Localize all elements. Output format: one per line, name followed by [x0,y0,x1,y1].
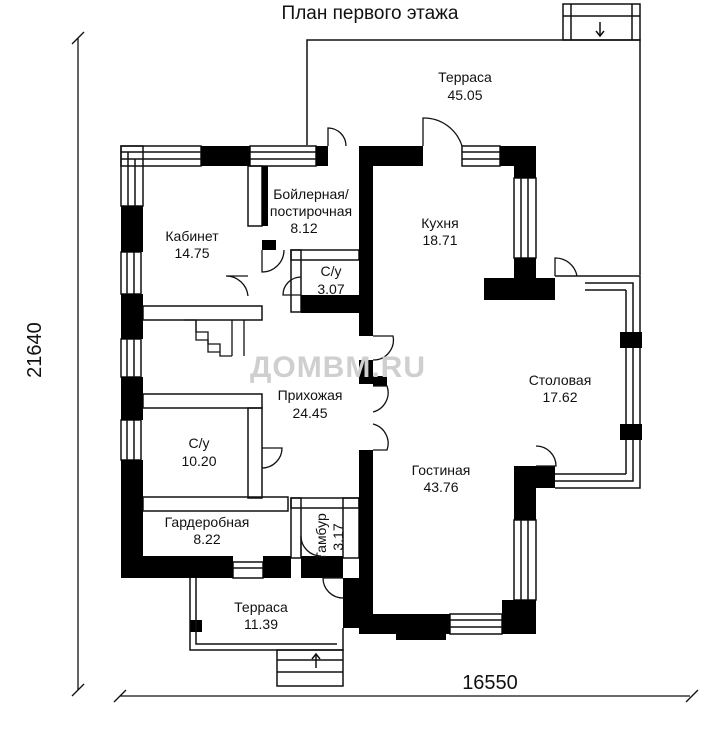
living-area: 43.76 [423,479,458,495]
hall-name: Прихожая [278,387,343,403]
kitchen-area: 18.71 [422,232,457,248]
boiler-name-line2: постирочная [270,203,352,219]
terrace-top-name: Терраса [438,69,492,85]
height-dimension: 21640 [24,322,46,378]
wc-small-area: 3.07 [317,281,344,297]
boiler-area: 8.12 [290,220,317,236]
interior-stairs [184,319,245,357]
vestibule-name: Тамбур [313,513,329,561]
wardrobe-name: Гардеробная [165,514,250,530]
boiler-name-line1: Бойлерная/ [273,186,349,202]
dining-area: 17.62 [542,389,577,405]
terrace-bottom-area: 11.39 [244,616,278,632]
wc-large-name: С/у [189,435,210,451]
wardrobe-area: 8.22 [193,531,220,547]
terrace-top-outline [306,3,641,275]
office-area: 14.75 [174,245,209,261]
plan-title: План первого этажа [282,3,459,24]
wc-small-name: С/у [321,263,342,279]
watermark-text: ДОМВМ.RU [250,351,426,384]
living-name: Гостиная [412,462,471,478]
office-name: Кабинет [165,228,219,244]
wc-large-area: 10.20 [181,453,216,469]
dimension-lines [71,31,699,703]
terrace-top-area: 45.05 [447,87,482,103]
terrace-bottom-name: Терраса [234,599,288,615]
thick-walls [121,146,642,640]
hall-area: 24.45 [292,405,327,421]
door-swings [225,117,578,599]
vestibule-area: 3.17 [330,523,346,550]
terrace-bottom-outline [189,578,344,687]
room-labels: Терраса 45.05 Бойлерная/ постирочная 8.1… [165,69,592,632]
width-dimension: 16550 [462,672,518,694]
kitchen-name: Кухня [421,215,458,231]
dining-name: Столовая [529,372,592,388]
